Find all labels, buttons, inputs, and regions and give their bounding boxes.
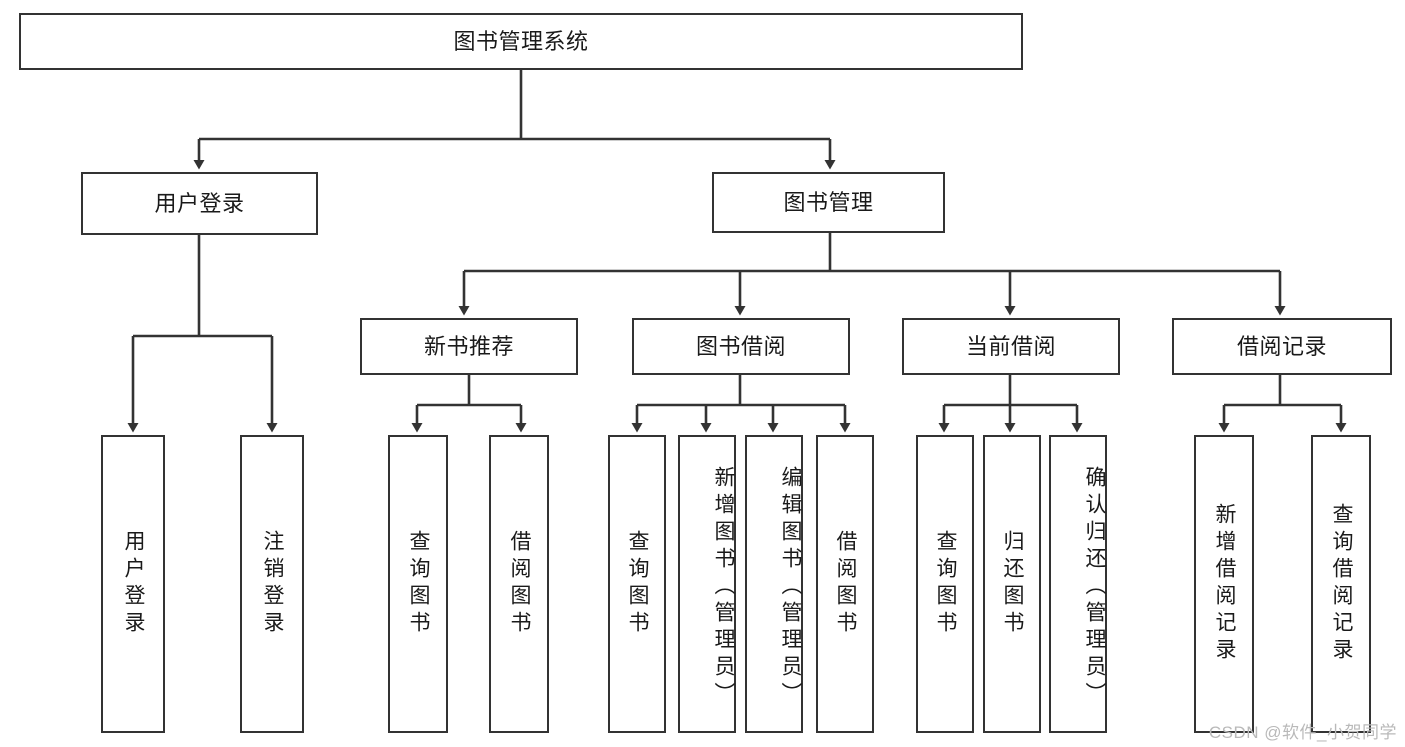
- leaf-borrow-query-book[interactable]: 查询图书: [608, 435, 666, 733]
- node-user-login[interactable]: 用户登录: [81, 172, 318, 235]
- watermark: CSDN @软件_小贺同学: [1208, 723, 1397, 742]
- leaf-current-query-book[interactable]: 查询图书: [916, 435, 974, 733]
- leaf-borrow-borrow-book[interactable]: 借阅图书: [816, 435, 874, 733]
- leaf-borrow-edit-book-admin[interactable]: 编辑图书（管理员）: [745, 435, 803, 733]
- node-root-system[interactable]: 图书管理系统: [19, 13, 1023, 70]
- leaf-borrow-add-book-admin[interactable]: 新增图书（管理员）: [678, 435, 736, 733]
- node-current-borrow[interactable]: 当前借阅: [902, 318, 1120, 375]
- node-borrow-records[interactable]: 借阅记录: [1172, 318, 1392, 375]
- node-book-borrow[interactable]: 图书借阅: [632, 318, 850, 375]
- leaf-record-query-borrow-record[interactable]: 查询借阅记录: [1311, 435, 1371, 733]
- node-new-book-recommend[interactable]: 新书推荐: [360, 318, 578, 375]
- leaf-user-login-signin[interactable]: 用户登录: [101, 435, 165, 733]
- leaf-current-confirm-return-admin[interactable]: 确认归还（管理员）: [1049, 435, 1107, 733]
- leaf-current-return-book[interactable]: 归还图书: [983, 435, 1041, 733]
- leaf-new-book-borrow[interactable]: 借阅图书: [489, 435, 549, 733]
- leaf-new-book-query[interactable]: 查询图书: [388, 435, 448, 733]
- node-book-management[interactable]: 图书管理: [712, 172, 945, 233]
- leaf-user-login-signout[interactable]: 注销登录: [240, 435, 304, 733]
- leaf-record-add-borrow-record[interactable]: 新增借阅记录: [1194, 435, 1254, 733]
